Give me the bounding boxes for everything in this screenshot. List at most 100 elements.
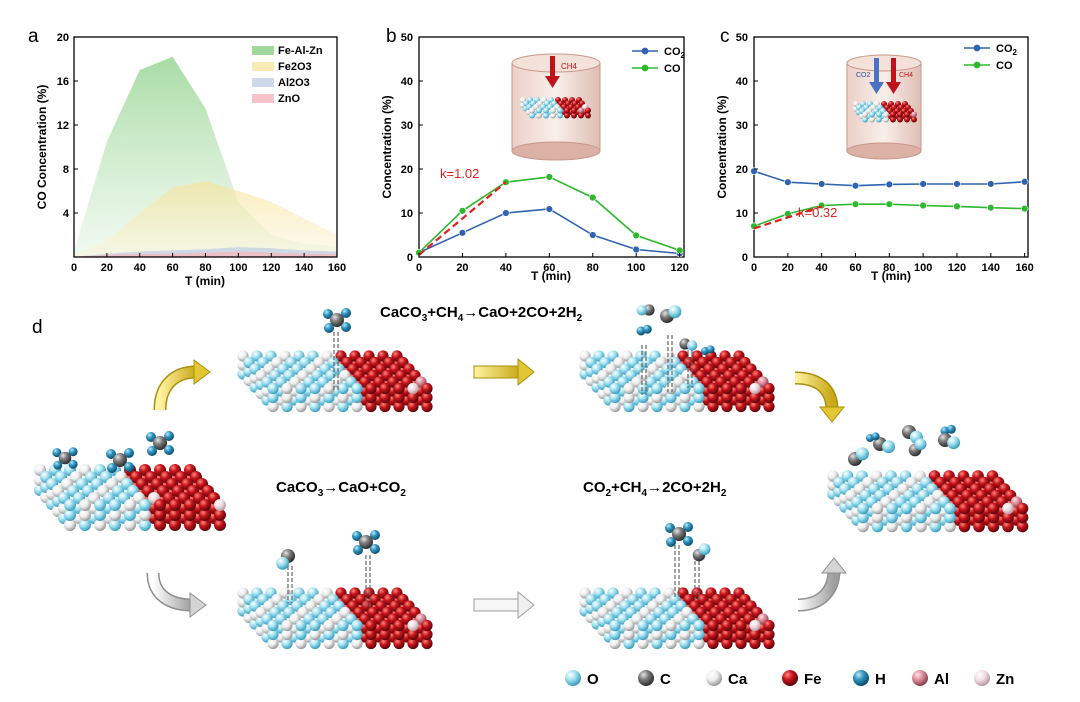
data-point xyxy=(545,173,554,181)
h2-molecule xyxy=(866,432,880,442)
reactor-top xyxy=(846,54,922,72)
atom-ca xyxy=(79,509,91,521)
atom-ca xyxy=(139,509,151,521)
atom-o xyxy=(665,391,677,404)
atom-fe xyxy=(721,382,733,395)
atom-ca xyxy=(536,112,542,119)
x-tick-label: 0 xyxy=(751,262,757,274)
atom-o xyxy=(139,499,151,511)
atom-ca xyxy=(651,628,663,641)
panel-label-a: a xyxy=(28,26,39,47)
atom-ca xyxy=(857,520,869,533)
atom-h xyxy=(164,445,174,455)
atom-h xyxy=(68,459,78,469)
chart-c-plot xyxy=(750,167,1029,230)
co-molecule xyxy=(908,438,927,457)
data-point xyxy=(1020,204,1029,213)
atom-o xyxy=(565,670,581,686)
ch4-molecule xyxy=(665,522,693,547)
atom-o xyxy=(64,499,76,511)
atom-fe xyxy=(897,116,903,123)
x-tick-label: 120 xyxy=(262,262,280,274)
atom-o xyxy=(351,382,363,395)
x-tick-label: 100 xyxy=(914,262,932,274)
atom-fe xyxy=(735,619,747,632)
atom-ca xyxy=(862,111,868,118)
key-label-c: C xyxy=(660,671,671,688)
atom-o xyxy=(609,391,621,404)
atom-o xyxy=(139,519,151,531)
atom-fe xyxy=(987,502,1000,515)
atom-o xyxy=(295,382,307,395)
atom-h xyxy=(353,545,363,555)
chart-b-xlabel: T (min) xyxy=(531,269,571,283)
atom-ca xyxy=(267,637,279,650)
atom-o xyxy=(337,637,349,650)
legend-swatch-2 xyxy=(252,78,274,87)
reactor-catalyst xyxy=(520,97,591,119)
data-point xyxy=(1020,178,1029,186)
atom-o xyxy=(857,511,869,524)
atom-ca xyxy=(637,637,649,650)
ch4-molecule xyxy=(323,308,351,333)
atom-ca xyxy=(550,107,556,114)
straight-arrow-top xyxy=(473,365,521,379)
atom-h xyxy=(324,323,334,333)
atom-o xyxy=(323,628,335,641)
atom-o xyxy=(679,382,691,395)
atom-o xyxy=(651,619,663,632)
atom-fe xyxy=(763,382,775,395)
data-point xyxy=(953,180,961,188)
x-tick-label: 80 xyxy=(199,262,211,274)
key-label-fe: Fe xyxy=(804,671,822,688)
atom-ca xyxy=(323,637,335,650)
x-tick-label: 20 xyxy=(782,262,794,274)
y-tick-label: 20 xyxy=(57,32,69,44)
atom-o xyxy=(857,502,869,515)
chart-c-ylabel: Concentration (%) xyxy=(715,95,729,198)
atom-fe xyxy=(890,111,896,118)
atom-fe xyxy=(749,628,761,641)
atom-fe xyxy=(214,519,226,531)
atom-o xyxy=(693,628,705,641)
atom-fe xyxy=(707,400,719,413)
atom-ca xyxy=(295,400,307,413)
atom-o xyxy=(900,520,913,533)
atom-fe xyxy=(199,519,211,531)
atom-fe xyxy=(169,519,181,531)
catalyst-slabs xyxy=(34,350,1029,650)
catalyst-lattice xyxy=(520,97,591,119)
x-tick-label: 0 xyxy=(71,262,77,274)
data-point xyxy=(589,193,597,202)
atom-zn xyxy=(974,670,990,686)
atom-h xyxy=(68,447,78,457)
atom-o xyxy=(267,382,279,395)
gas-label-ch4: CH4 xyxy=(561,62,578,71)
atom-fe xyxy=(407,637,419,650)
y-tick-label: 0 xyxy=(407,252,413,264)
data-point xyxy=(589,231,597,239)
data-point xyxy=(919,180,927,188)
atom-ca xyxy=(109,509,121,521)
atom-fe xyxy=(987,511,1000,524)
atom-fe xyxy=(721,391,733,404)
atom-h xyxy=(642,324,652,334)
atom-ca xyxy=(623,391,635,404)
atom-fe xyxy=(571,112,577,119)
series-line-1 xyxy=(418,176,680,254)
atom-o xyxy=(543,112,549,119)
atom-fe xyxy=(721,637,733,650)
atom-o xyxy=(698,543,711,556)
atom-ca xyxy=(706,670,722,686)
atom-fe xyxy=(571,107,577,114)
atom-o xyxy=(693,382,705,395)
atom-fe xyxy=(365,391,377,404)
atom-fe xyxy=(987,520,1000,533)
atom-fe xyxy=(973,502,985,515)
atom-o xyxy=(309,382,321,395)
atom-o xyxy=(886,511,898,524)
data-point xyxy=(987,180,995,188)
atom-h xyxy=(706,345,715,354)
